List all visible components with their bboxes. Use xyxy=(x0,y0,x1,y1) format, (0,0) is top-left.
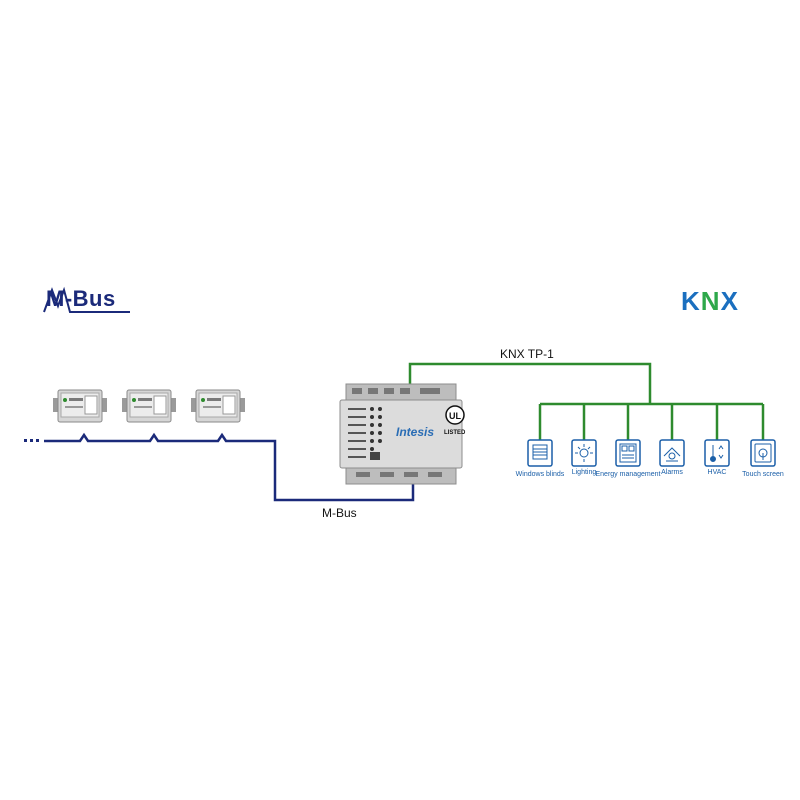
app-label-windows-blinds: Windows blinds xyxy=(515,471,565,478)
app-label-lighting: Lighting xyxy=(571,469,597,476)
mbus-bus-label: M-Bus xyxy=(322,506,357,520)
ul-listed-mark: LISTED xyxy=(444,430,466,436)
app-label-alarms: Alarms xyxy=(661,469,683,476)
mbus-logo-mark xyxy=(43,286,130,313)
gateway-device: UL xyxy=(339,383,465,485)
touch-screen-icon xyxy=(754,443,772,463)
knx-bus-label: KNX TP-1 xyxy=(500,347,554,361)
knx-logo: KNX xyxy=(681,286,739,317)
alarm-icon xyxy=(663,447,681,462)
knx-bus-lines xyxy=(408,362,765,440)
lighting-icon xyxy=(575,444,593,462)
gateway-brand: Intesis xyxy=(396,425,435,439)
app-label-touch-screen: Touch screen xyxy=(742,471,784,478)
mbus-meter xyxy=(122,389,176,423)
mbus-logo-text: M-Bus xyxy=(46,286,116,311)
window-blinds-icon xyxy=(532,444,548,460)
svg-text:UL: UL xyxy=(449,411,461,421)
mbus-bus-lines xyxy=(44,432,415,502)
app-label-energy-management: Energy management xyxy=(595,471,661,478)
app-label-hvac: HVAC xyxy=(707,469,727,476)
hvac-icon xyxy=(710,445,724,462)
mbus-meter xyxy=(53,389,107,423)
energy-management-icon xyxy=(619,443,637,463)
ellipsis-dots xyxy=(24,439,39,442)
knx-logo-text: KNX xyxy=(681,286,739,316)
app-icon-boxes xyxy=(527,439,776,467)
mbus-logo: M-Bus xyxy=(46,286,144,312)
mbus-meter xyxy=(191,389,245,423)
